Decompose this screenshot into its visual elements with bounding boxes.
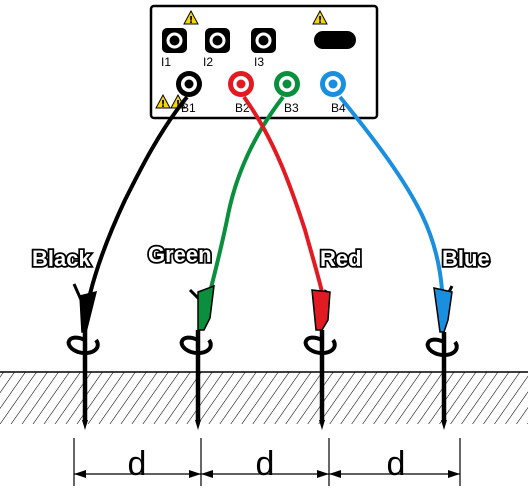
black-clip [79, 290, 98, 333]
terminal-b4-label: B4 [331, 101, 346, 115]
distance-label: d [256, 445, 275, 483]
ground [0, 371, 528, 424]
green-lead [208, 95, 285, 293]
terminal-i1: I1 [161, 28, 187, 69]
blue-probe-label: Blue [442, 246, 490, 271]
terminal-b1-label: B1 [181, 101, 196, 115]
warning-icon: ! [155, 93, 171, 110]
arrowhead [74, 470, 86, 478]
warning-icon: ! [183, 9, 199, 26]
red-probe-label: Red [320, 246, 362, 271]
red-clip [311, 289, 331, 331]
arrowhead [317, 470, 329, 478]
green-clip [197, 284, 215, 331]
black-probe [66, 283, 100, 430]
green-probe-label: Green [148, 242, 212, 267]
black-spike-loop [66, 335, 100, 355]
arrowhead [448, 470, 460, 478]
black-probe-label: Black [32, 246, 91, 271]
terminal-b2-label: B2 [235, 101, 250, 115]
warning-icon: ! [312, 9, 328, 26]
terminal-b3: B3 [274, 71, 300, 115]
arrowhead [329, 470, 341, 478]
blue-lead [338, 95, 444, 291]
spacing-dimensions: d d d [73, 438, 461, 486]
green-probe [179, 284, 215, 430]
distance-label: d [387, 445, 406, 483]
distance-label: d [128, 445, 147, 483]
blue-probe [425, 285, 459, 430]
terminal-i3: I3 [251, 28, 276, 69]
blue-clip [433, 287, 453, 333]
arrowhead [201, 470, 213, 478]
test-leads [88, 95, 444, 295]
arrowhead [189, 470, 201, 478]
svg-text:!: ! [318, 15, 323, 26]
svg-text:!: ! [161, 99, 166, 110]
terminal-i1-label: I1 [161, 55, 171, 69]
terminal-i3-label: I3 [254, 55, 264, 69]
ground-hatch [0, 372, 528, 424]
terminal-b1: B1 [176, 71, 202, 115]
red-lead [242, 95, 324, 293]
terminal-b2: B2 [228, 71, 254, 115]
terminal-b4: B4 [320, 71, 346, 115]
svg-text:!: ! [176, 99, 181, 110]
terminal-i2-label: I2 [203, 55, 213, 69]
black-lead [88, 95, 189, 295]
terminal-b3-label: B3 [284, 101, 299, 115]
terminal-i2: I2 [203, 28, 230, 69]
svg-text:!: ! [189, 15, 194, 26]
meter-display-slot [314, 31, 356, 49]
red-spike-loop [303, 335, 337, 355]
earth-tester-meter: ! ! ! ! I1 I2 [149, 4, 379, 120]
blue-spike-loop [425, 337, 459, 357]
green-spike-loop [179, 335, 213, 355]
red-probe [303, 289, 337, 430]
